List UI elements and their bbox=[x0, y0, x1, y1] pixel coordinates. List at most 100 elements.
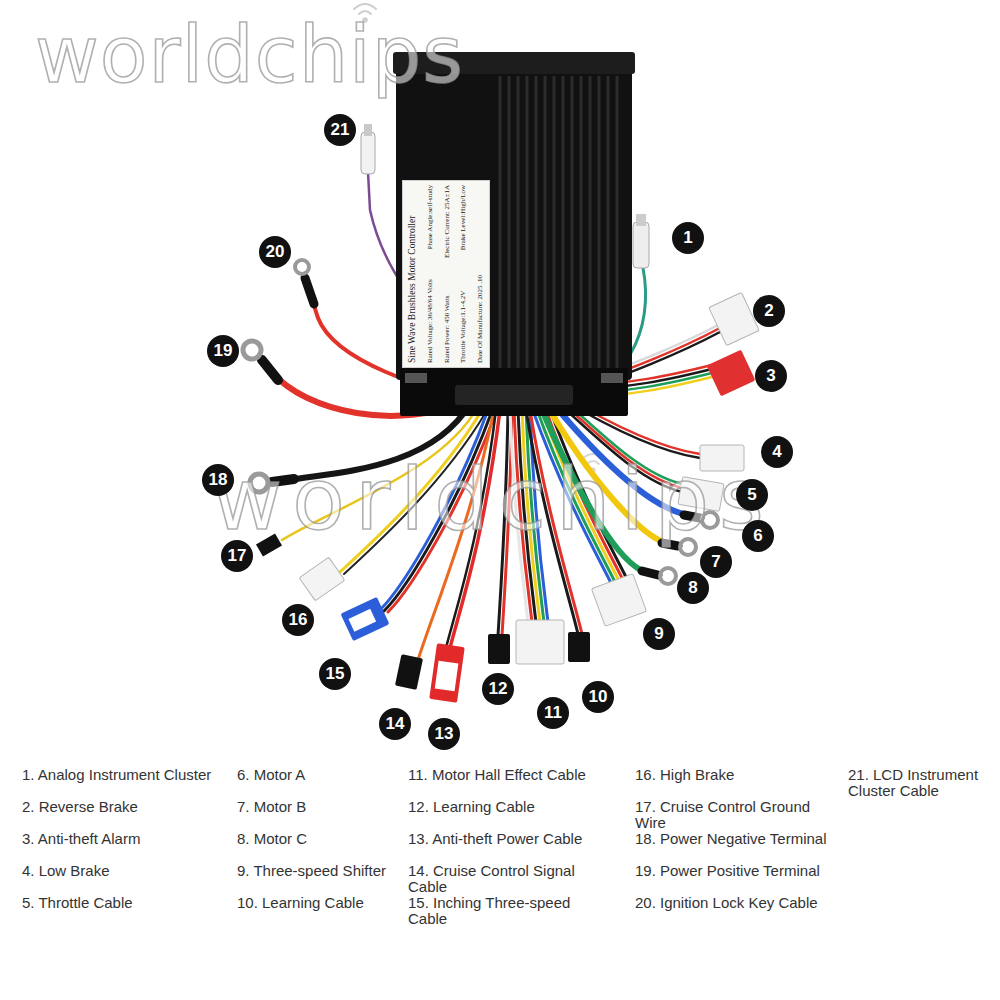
callout-circle: 20 bbox=[259, 236, 291, 268]
plug-connector bbox=[299, 557, 345, 601]
callout-circle: 21 bbox=[324, 114, 356, 146]
wire-bundle bbox=[446, 410, 496, 648]
callout-circle: 14 bbox=[379, 708, 411, 740]
plug-connector bbox=[709, 292, 759, 345]
part-name: 4. Low Brake bbox=[22, 863, 232, 879]
callout-number: 21 bbox=[331, 120, 350, 140]
callout-number: 13 bbox=[435, 724, 454, 744]
wire-bundle bbox=[344, 412, 486, 574]
part-name: 6. Motor A bbox=[237, 767, 402, 783]
wifi-symbol bbox=[354, 4, 376, 9]
cooling-fin bbox=[535, 76, 538, 368]
part-name: 1. Analog Instrument Cluster bbox=[22, 767, 232, 783]
spec-text: Rated Power: 450 Watts bbox=[444, 295, 452, 363]
wire-bundle bbox=[380, 410, 488, 610]
callout-circle: 18 bbox=[202, 464, 234, 496]
cooling-fin bbox=[500, 76, 617, 368]
plug-connector bbox=[256, 533, 282, 556]
spec-title: Sine Wave Brushless Motor Controller bbox=[407, 216, 417, 363]
cooling-fin bbox=[589, 76, 592, 368]
callout-circle: 11 bbox=[537, 697, 569, 729]
callout-number: 4 bbox=[772, 442, 781, 462]
part-name: 9. Three-speed Shifter bbox=[237, 863, 402, 879]
callout-circle: 10 bbox=[582, 681, 614, 713]
controller-housing bbox=[396, 55, 632, 380]
controller-housing bbox=[601, 373, 623, 383]
plug-connector bbox=[341, 597, 390, 641]
plug-connector bbox=[591, 574, 646, 627]
part-name: 20. Ignition Lock Key Cable bbox=[635, 895, 835, 911]
plug-connector bbox=[636, 214, 646, 226]
part-name: 17. Cruise Control Ground Wire bbox=[635, 799, 835, 831]
wire-bundle bbox=[550, 400, 688, 515]
callout-number: 9 bbox=[654, 624, 663, 644]
wifi-symbol bbox=[363, 18, 367, 22]
plug-connector bbox=[395, 654, 423, 690]
plug-connector bbox=[364, 124, 372, 136]
cooling-fin bbox=[526, 76, 529, 368]
callout-circle: 3 bbox=[755, 360, 787, 392]
callout-number: 6 bbox=[753, 526, 762, 546]
plug-connector bbox=[348, 609, 376, 632]
plug-connector bbox=[435, 661, 459, 692]
ring-terminal bbox=[702, 512, 718, 528]
part-name: 2. Reverse Brake bbox=[22, 799, 232, 815]
label-text-row: Rated Power: 450 WattsElectric Current: … bbox=[444, 185, 452, 363]
wire-bundle bbox=[340, 410, 482, 572]
callout-number: 2 bbox=[764, 301, 773, 321]
cooling-fin bbox=[598, 76, 601, 368]
wire-bundle bbox=[510, 410, 528, 622]
callout-circle: 5 bbox=[736, 479, 768, 511]
part-name: 16. High Brake bbox=[635, 767, 835, 783]
part-name: 19. Power Positive Terminal bbox=[635, 863, 835, 879]
callout-number: 19 bbox=[214, 341, 233, 361]
callout-circle: 7 bbox=[700, 546, 732, 578]
part-name: 10. Learning Cable bbox=[237, 895, 402, 911]
spec-text: Throttle Voltage:1.1-4.2V bbox=[460, 291, 468, 363]
label-text-row: Sine Wave Brushless Motor Controller bbox=[407, 185, 417, 363]
callout-number: 8 bbox=[688, 578, 697, 598]
ring-terminal bbox=[295, 260, 309, 274]
callout-circle: 1 bbox=[672, 222, 704, 254]
callout-circle: 15 bbox=[319, 658, 351, 690]
callout-number: 7 bbox=[711, 552, 720, 572]
controller-housing bbox=[400, 368, 628, 416]
ring-terminal bbox=[680, 539, 696, 555]
callout-number: 14 bbox=[386, 714, 405, 734]
controller-housing bbox=[455, 385, 573, 405]
ring-terminal bbox=[305, 278, 314, 304]
callout-number: 11 bbox=[544, 703, 562, 723]
watermark: worldchips bbox=[35, 16, 464, 94]
cooling-fin bbox=[544, 76, 547, 368]
callout-circle: 8 bbox=[677, 572, 709, 604]
plug-connector bbox=[700, 445, 744, 471]
callout-circle: 13 bbox=[428, 718, 460, 750]
spec-text: Phase Angle:self-study bbox=[427, 185, 435, 249]
part-name: 14. Cruise Control Signal Cable bbox=[408, 863, 608, 895]
part-name: 3. Anti-theft Alarm bbox=[22, 831, 232, 847]
callout-circle: 17 bbox=[221, 540, 253, 572]
callout-number: 16 bbox=[289, 610, 308, 630]
callout-circle: 4 bbox=[761, 436, 793, 468]
callout-circle: 19 bbox=[207, 335, 239, 367]
callout-circle: 6 bbox=[742, 520, 774, 552]
spec-text: Date Of Manufacture: 2025 .10 bbox=[477, 275, 485, 363]
callout-number: 17 bbox=[228, 546, 247, 566]
part-name: 12. Learning Cable bbox=[408, 799, 608, 815]
callout-number: 15 bbox=[326, 664, 345, 684]
callout-number: 1 bbox=[683, 228, 692, 248]
ring-terminal bbox=[262, 360, 278, 380]
plug-connector bbox=[361, 132, 375, 174]
part-name: 21. LCD Instrument Cluster Cable bbox=[848, 767, 998, 799]
wire-bundle bbox=[384, 411, 492, 611]
callout-number: 10 bbox=[589, 687, 608, 707]
ring-terminal bbox=[662, 543, 678, 546]
label-text-row: Rated Voltage: 36/48/64 VoltsPhase Angle… bbox=[427, 185, 435, 363]
cooling-fin bbox=[562, 76, 565, 368]
callout-number: 12 bbox=[489, 679, 508, 699]
part-name: 11. Motor Hall Effect Cable bbox=[408, 767, 608, 783]
controller-housing bbox=[405, 373, 427, 383]
ring-terminal bbox=[250, 474, 268, 492]
